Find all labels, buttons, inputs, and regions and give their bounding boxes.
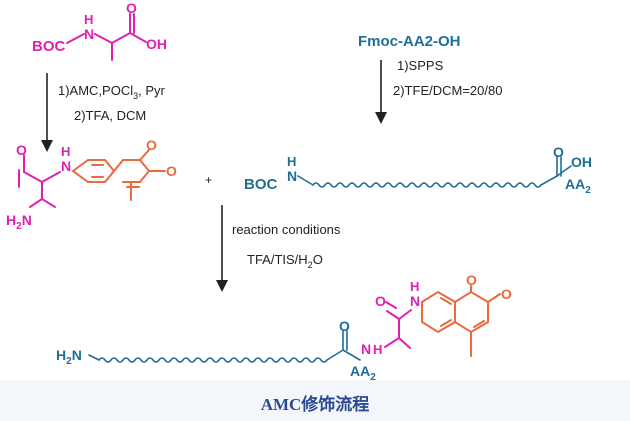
- boc-amine-h: H: [84, 12, 93, 27]
- linker-chain-top: [297, 156, 572, 188]
- left-arrow-step1: 1)AMC,POCl3, Pyr: [58, 83, 166, 101]
- product-linker-chain: [88, 330, 361, 363]
- product-amine-label: H2N: [56, 347, 82, 367]
- product-carbonyl-o2: O: [375, 293, 386, 309]
- right-reaction-arrow: [375, 60, 387, 124]
- plus-sign: +: [205, 173, 212, 187]
- right-arrow-step1: 1)SPPS: [397, 58, 444, 73]
- linker-residue-label: AA2: [565, 176, 591, 196]
- center-reaction-arrow: [216, 205, 228, 292]
- product-alanine-fragment: [384, 301, 412, 349]
- product-amide-n2: N: [410, 293, 420, 309]
- product-amide-h2: H: [410, 279, 419, 294]
- linker-boc-label: BOC: [244, 176, 278, 193]
- coumarin-ring-o-left: O: [146, 137, 157, 153]
- coumarin-lactone-o-left: O: [166, 163, 177, 179]
- caption-bar: [0, 380, 630, 421]
- boc-acid-oh: OH: [146, 36, 167, 52]
- ala-amide-h: H: [61, 144, 70, 159]
- coumarin-ring-o-product: O: [466, 272, 477, 288]
- right-arrow-step2: 2)TFE/DCM=20/80: [393, 83, 502, 98]
- left-arrow-step2: 2)TFA, DCM: [74, 108, 146, 123]
- linker-amine-n: N: [287, 168, 297, 184]
- ala-carbonyl-o: O: [16, 142, 27, 158]
- coumarin-ring-product: [421, 285, 501, 357]
- boc-amine-n: N: [84, 26, 94, 42]
- boc-carbonyl-o: O: [126, 0, 137, 16]
- linker-carbonyl-o: O: [553, 144, 564, 160]
- boc-alanine-structure: [66, 13, 147, 61]
- ala-amine-label: H2N: [6, 212, 32, 232]
- boc-label: BOC: [32, 38, 66, 55]
- coumarin-ring-left: [71, 149, 166, 201]
- center-arrow-step2: TFA/TIS/H2O: [247, 252, 323, 270]
- coumarin-lactone-o-product: O: [501, 286, 512, 302]
- product-amide-n1: N: [361, 341, 371, 357]
- fmoc-reagent-label: Fmoc-AA2-OH: [358, 33, 461, 50]
- product-residue-label: AA2: [350, 363, 376, 383]
- ala-amide-n: N: [61, 158, 71, 174]
- linker-acid-oh: OH: [571, 154, 592, 170]
- figure-caption: AMC修饰流程: [260, 395, 370, 414]
- product-carbonyl-o1: O: [339, 318, 350, 334]
- left-reaction-arrow: [41, 73, 53, 152]
- product-amide-h1: H: [373, 342, 382, 357]
- alanine-fragment: [18, 154, 61, 208]
- center-arrow-step1: reaction conditions: [232, 222, 341, 237]
- linker-amine-h: H: [287, 154, 296, 169]
